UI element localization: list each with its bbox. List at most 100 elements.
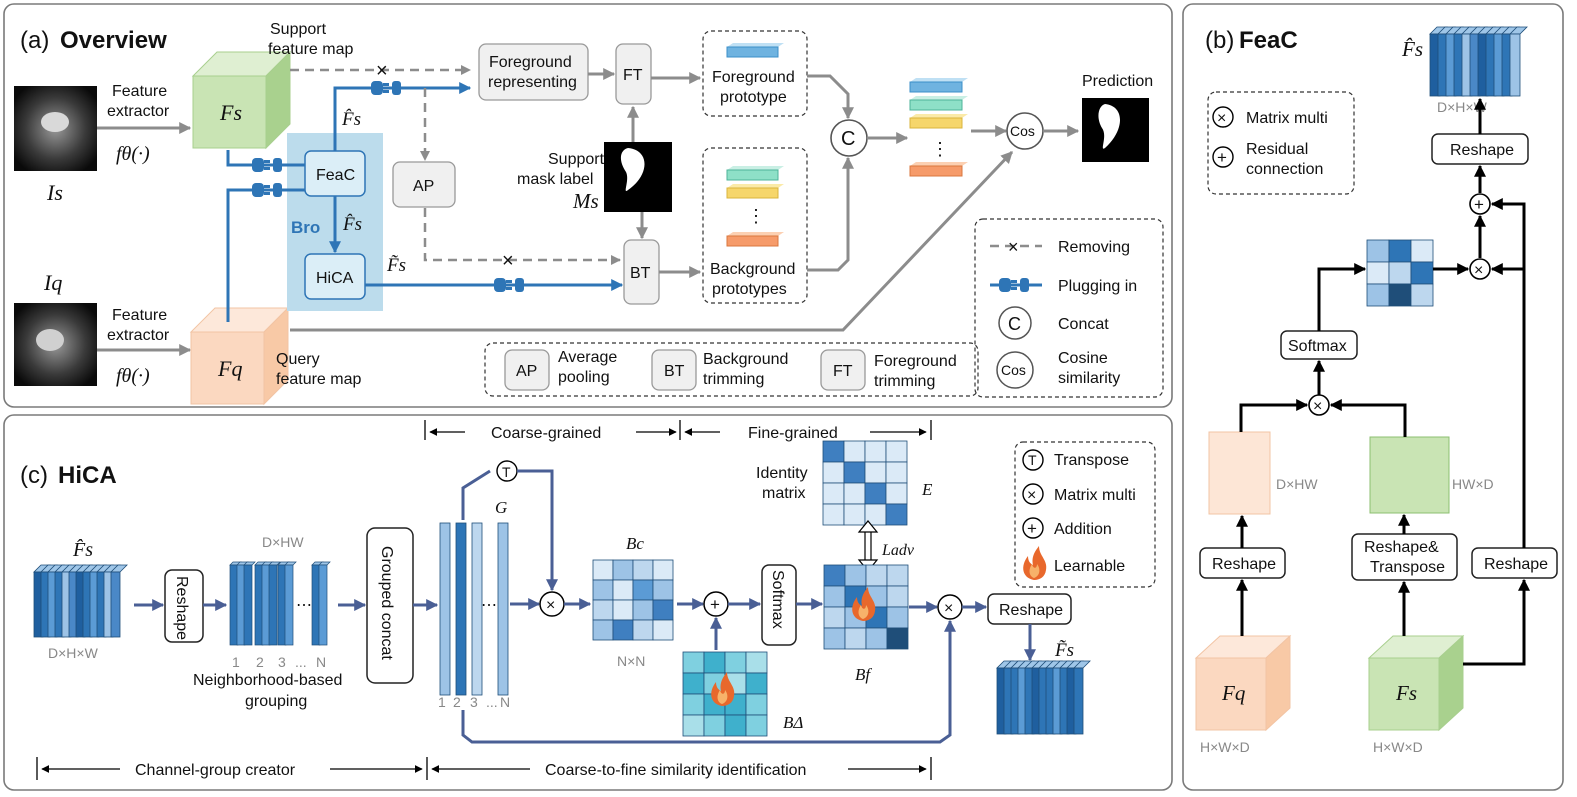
hica-input-dims: D×H×W: [48, 645, 99, 661]
reshape-top-label: Reshape: [1450, 142, 1514, 159]
identity-cell-3-1: [843, 503, 866, 526]
legend-bt-symbol: BT: [664, 363, 685, 380]
bc-matrix: [592, 559, 674, 641]
bdelta-cell-3-2: [724, 714, 747, 737]
g-ellipsis: ⋯: [481, 597, 497, 614]
bf-cell-0-1: [844, 564, 867, 587]
legend-c-transpose-label: Transpose: [1054, 452, 1129, 469]
group-3-col-1: [318, 564, 328, 646]
hica-out-slice-11: [1073, 667, 1084, 735]
dashed-ap-to-bt: [423, 208, 621, 265]
multi-node-mid: [1308, 394, 1330, 416]
bc-cell-0-0: [592, 559, 614, 581]
legend-c-transpose-symbol: T: [1028, 452, 1037, 468]
ft-box-label: FT: [623, 67, 643, 84]
bf-cell-2-0: [823, 606, 846, 629]
bc-cell-2-0: [592, 599, 614, 621]
f-theta-query: fθ(·): [116, 365, 150, 387]
feac-up-label: F̂s: [341, 109, 361, 130]
bdelta-cell-0-3: [745, 651, 768, 674]
legend-bt-icon: [651, 349, 697, 391]
arrow-g-bypass-to-multi: [461, 619, 956, 744]
fs-cube-b-label: Fs: [1395, 681, 1417, 705]
query-cube-label: Fq: [217, 356, 242, 381]
identity-cell-2-3: [885, 482, 908, 505]
legend-removing-label: Removing: [1058, 239, 1130, 256]
panel-a-label: (a): [20, 27, 49, 54]
legend-b-multi-symbol: ×: [1217, 110, 1226, 127]
bc-cell-3-1: [612, 619, 634, 641]
legend-c-learnable-label: Learnable: [1054, 558, 1125, 575]
bdelta-cell-2-3: [745, 693, 768, 716]
panel-b-legend-box: [1207, 91, 1355, 195]
bf-cell-0-0: [823, 564, 846, 587]
multi-node-top: [1469, 258, 1491, 280]
arrow-transpose-to-multi: [517, 469, 558, 592]
group-ellipsis: ⋯: [296, 597, 312, 614]
fq-cube-b: [1194, 634, 1292, 732]
bc-cell-1-2: [632, 579, 654, 601]
identity-cell-1-3: [885, 461, 908, 484]
group-2-col-1: [284, 564, 294, 646]
legend-plugging-label: Plugging in: [1058, 278, 1137, 295]
feac-output-label: F̂s: [342, 214, 362, 235]
identity-cell-3-3: [885, 503, 908, 526]
attn-cell-0-0: [1366, 239, 1390, 263]
remove-mark-bottom: ×: [502, 250, 514, 272]
panel-c-legend-box: [1014, 441, 1156, 588]
legend-concat-symbol: C: [1008, 314, 1021, 334]
remove-mark-top: ×: [376, 60, 388, 82]
panel-c-label: (c): [20, 462, 48, 489]
bc-cell-3-0: [592, 619, 614, 641]
bg-prototype-dots: ⋮: [747, 206, 765, 226]
channel-groups: ⋯: [229, 561, 331, 646]
bc-cell-3-2: [632, 619, 654, 641]
foreground-representing-box: [478, 43, 589, 101]
panel-c-frame: [3, 414, 1173, 791]
bt-box-label: BT: [630, 265, 651, 282]
group-num-3: 3: [278, 654, 286, 670]
foreground-prototype-box: [702, 30, 808, 117]
reshape-right-box: [1471, 547, 1558, 579]
attn-cell-0-1: [1388, 239, 1412, 263]
legend-cos-icon: [996, 351, 1034, 389]
channel-group-creator-label: Channel-group creator: [135, 762, 296, 779]
attn-cell-1-0: [1366, 261, 1390, 285]
ft-box: [615, 43, 652, 105]
arrow-query-to-cos: [290, 150, 1014, 332]
bf-label: Bf: [855, 665, 872, 684]
query-feature-cube: [189, 306, 290, 406]
group-0-col-2: [243, 564, 253, 646]
bf-cell-0-3: [886, 564, 909, 587]
arrow-residual-path: [1490, 198, 1526, 548]
panel-b-frame: [1182, 3, 1564, 791]
fs-cube-b-dims: H×W×D: [1373, 739, 1423, 755]
hwxd-block: [1369, 436, 1450, 514]
hica-output-symbol: F̃s: [1054, 640, 1074, 661]
bc-cell-0-1: [612, 559, 634, 581]
support-image-organ: [41, 112, 69, 132]
panel-c-title: HiCA: [58, 462, 117, 489]
ap-box: [392, 161, 456, 208]
transpose-node-symbol: T: [502, 464, 511, 480]
hwxd-block-label: HW×D: [1452, 476, 1494, 492]
identity-cell-2-0: [822, 482, 845, 505]
fq-cube-b-label: Fq: [1221, 681, 1246, 705]
g-column-3: [497, 522, 509, 696]
identity-cell-0-0: [822, 440, 845, 463]
bc-cell-2-3: [652, 599, 674, 621]
softmax-b-label: Softmax: [1288, 338, 1347, 355]
g-num-dots: ...: [486, 694, 498, 710]
bf-cell-3-3: [886, 627, 909, 650]
cos-node-label: Cos: [1010, 123, 1035, 139]
multi-node-mid-symbol: ×: [1313, 398, 1322, 415]
fine-grained-label: Fine-grained: [748, 425, 838, 442]
g-column-1: [455, 522, 467, 696]
e-label: E: [921, 480, 933, 499]
support-mask-shape: [620, 148, 645, 191]
legend-ap-icon: [504, 349, 550, 391]
